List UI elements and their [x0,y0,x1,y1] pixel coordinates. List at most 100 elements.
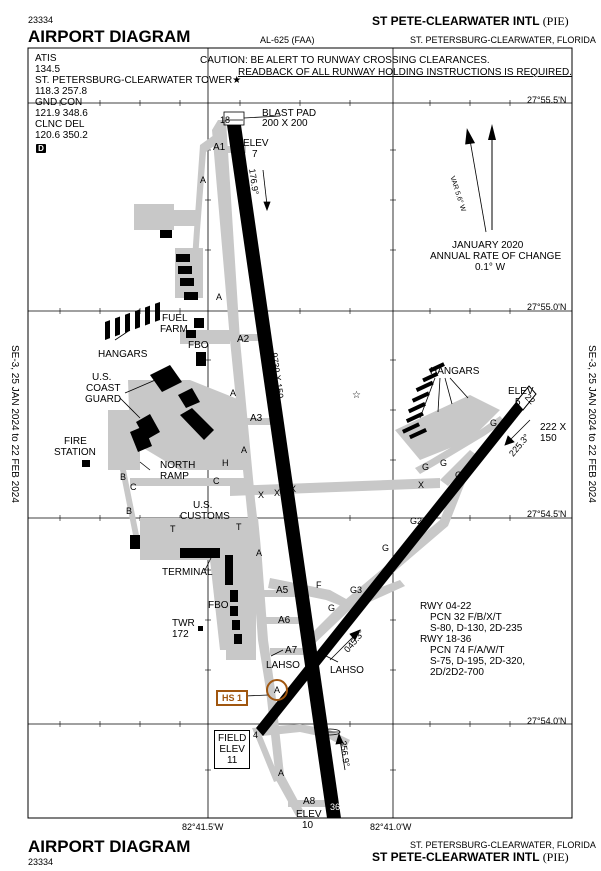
heading-arrows [262,169,531,771]
pcn-line-2: PCN 32 F/B/X/T [430,612,502,623]
building [232,620,240,630]
taxiway-label-g-3: G [422,462,430,472]
hangars-west-label: HANGARS [98,349,148,360]
terminal-bldg [225,555,233,585]
atis-label: ATIS [35,53,57,64]
north-ramp-label-2: RAMP [160,471,189,482]
taxiway-label-x-4: X [418,480,425,490]
taxiway-label-a8: A8 [303,796,316,807]
lat-label-1: 27°55.5'N [527,95,567,105]
taxiway-a3 [238,418,274,425]
tower-label: ST. PETERSBURG-CLEARWATER TOWER★ [35,75,242,86]
runway-04-22 [256,402,523,736]
customs-label-1: U.S. [193,500,213,511]
lat-label-4: 27°54.0'N [527,716,567,726]
building [186,330,196,338]
chart-title: AIRPORT DIAGRAM [28,27,191,46]
pcn-line-5: PCN 74 F/A/W/T [430,645,505,656]
tower-freq: 118.3 257.8 [35,86,88,97]
al-number: AL-625 (FAA) [260,35,315,45]
building [234,634,242,644]
taxiway-g [305,466,470,646]
pad-22-dims-1: 222 X [540,422,567,433]
taxiway-label-b-2: B [126,506,133,516]
taxiway-label-a7: A7 [285,645,298,656]
tower-label-2: 172 [172,629,189,640]
gnd-label: GND CON [35,97,83,108]
footer-city: ST. PETERSBURG-CLEARWATER, FLORIDA [410,840,596,850]
fuel-farm-label-1: FUEL [162,313,188,324]
runway-18-36 [227,125,341,818]
taxiway-a7 [270,648,306,655]
field-elev-line-1: FIELD [218,733,247,744]
runway-18-label: 18 [220,115,231,125]
taxiway-label-g-5: G [490,418,498,428]
runway-18-blast-pad [223,111,245,126]
building [180,278,194,286]
pad-22-dims-2: 150 [540,433,557,444]
airport-name-text: ST PETE-CLEARWATER INTL [372,14,540,28]
footer-airport-name: ST PETE-CLEARWATER INTL [372,850,540,864]
taxiway-label-a-5: A [256,548,263,558]
elev-22-value: 5 [515,397,521,408]
taxiway-label-g2: G2 [410,516,423,526]
coast-guard-bldg [150,365,182,392]
fire-station-label-2: STATION [54,447,96,458]
runway-22-blast-pad [515,385,537,411]
hangars-east-label: HANGARS [430,366,480,377]
pcn-line-6: S-75, D-195, 2D-320, [430,656,526,667]
building [194,318,204,328]
runway-36-label: 36 [330,802,341,812]
pcn-line-1: RWY 04-22 [420,601,472,612]
taxiway-label-a-n: A [200,175,207,185]
taxiway-label-c-2: C [213,476,220,486]
field-elevation-box: FIELD ELEV 11 [214,730,251,769]
clnc-freq: 120.6 350.2 [35,130,88,141]
lon-label-2: 82°41.0'W [370,822,412,832]
nw-apron-link [166,210,196,226]
taxiway-label-x-1: X [258,490,265,500]
building [176,254,190,262]
airport-name: ST PETE-CLEARWATER INTL (PIE) [372,14,569,28]
footer-title: AIRPORT DIAGRAM [28,837,191,856]
taxiway-label-a-7: A [278,768,285,778]
taxiway-label-g-4: G [440,458,448,468]
gnd-freq: 121.9 348.6 [35,108,88,119]
fire-station-label-1: FIRE [64,436,87,447]
hotspot-circle [266,679,288,701]
customs-label-2: CUSTOMS [180,511,230,522]
airport-code: (PIE) [542,14,569,28]
taxiway-label-x-2: X [274,488,281,498]
hotspot-hs1[interactable]: HS 1 [216,690,249,706]
north-arrow [465,124,496,233]
taxiway-label-b: B [120,472,127,482]
elev-22-label: ELEV [508,386,534,397]
terminal-bldg [180,548,220,558]
city-state: ST. PETERSBURG-CLEARWATER, FLORIDA [410,35,596,45]
coast-guard-label-3: GUARD [85,394,122,405]
field-elev-value: 11 [226,755,238,766]
taxiway-south-loop [252,724,350,782]
taxiway-a8 [288,800,328,807]
lahso-label-1: LAHSO [266,660,300,671]
taxiway-label-t-2: T [236,522,242,532]
coast-guard-apron [108,410,140,470]
lon-label-1: 82°41.5'W [182,822,224,832]
building [230,606,238,616]
lat-label-3: 27°54.5'N [527,509,567,519]
elev-18-value: 7 [252,149,258,160]
footer-chart-number: 23334 [28,857,54,867]
approach-symbol [319,728,341,736]
magvar-rate: 0.1° W [475,262,506,273]
chart-frame [27,47,573,819]
building [230,590,238,602]
field-elev-line-2: ELEV [219,744,245,755]
taxiway-label-a1: A1 [213,142,226,153]
effective-date-right: SE-3, 25 JAN 2024 to 22 FEB 2024 [586,345,597,503]
taxiway-a [212,120,304,816]
effective-date-left: SE-3, 25 JAN 2024 to 22 FEB 2024 [9,345,20,503]
lahso-label-2: LAHSO [330,665,364,676]
blast-pad-dims: 200 X 200 [262,118,308,129]
taxiway-c [130,478,250,486]
elev-18-label: ELEV [243,138,269,149]
